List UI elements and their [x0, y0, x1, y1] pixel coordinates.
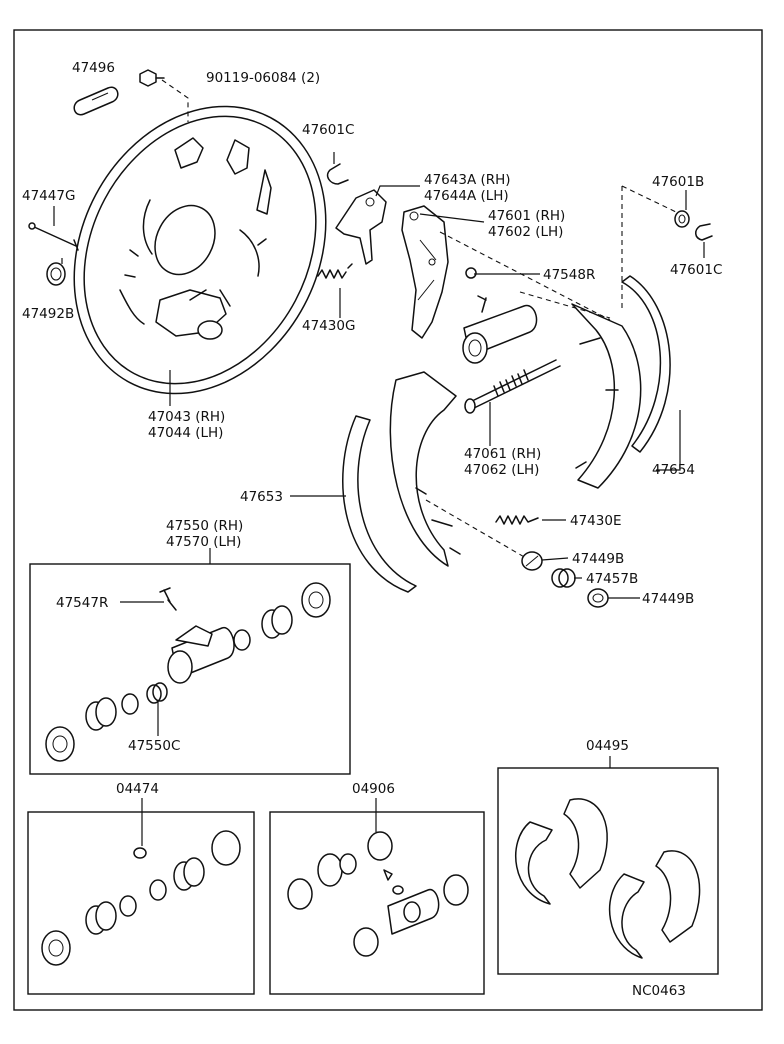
label-47430g: 47430G	[302, 318, 355, 334]
kit-04495-shoes	[515, 798, 701, 959]
kit-04906-parts	[287, 831, 469, 957]
label-90119-06084: 90119-06084 (2)	[206, 70, 320, 86]
lever-47643a	[335, 189, 387, 265]
label-47550c: 47550C	[128, 738, 180, 754]
brake-shoe-47654	[571, 275, 671, 489]
diagram-frame	[13, 29, 763, 1011]
leader-lines	[53, 79, 705, 846]
label-47601c-top: 47601C	[302, 122, 354, 138]
plug-47496	[73, 86, 119, 116]
label-47550: 47550 (RH)	[166, 518, 243, 534]
label-47430e: 47430E	[570, 513, 621, 529]
clip-47601c-right	[695, 223, 713, 241]
label-47496: 47496	[72, 60, 115, 76]
label-47602: 47602 (LH)	[488, 224, 563, 240]
pin-47447g	[28, 222, 79, 251]
label-47643a: 47643A (RH)	[424, 172, 511, 188]
bolt-90119	[139, 69, 165, 87]
label-47601: 47601 (RH)	[488, 208, 565, 224]
label-04474: 04474	[116, 781, 159, 797]
cup-47449b-b	[587, 588, 609, 608]
kit-04474-parts	[41, 830, 241, 966]
label-47447g: 47447G	[22, 188, 75, 204]
label-47548r: 47548R	[543, 267, 595, 283]
wheel-cylinder-exploded	[45, 582, 331, 762]
label-47457b: 47457B	[586, 571, 638, 587]
spring-47457b	[551, 568, 576, 588]
label-47044: 47044 (LH)	[148, 425, 223, 441]
label-47644a: 47644A (LH)	[424, 188, 509, 204]
box-04474	[27, 811, 255, 995]
label-47654: 47654	[652, 462, 695, 478]
cup-47492b	[46, 262, 66, 286]
label-diagram-code: NC0463	[632, 983, 686, 999]
lever-47601	[401, 205, 449, 339]
clip-47601c-top	[326, 163, 349, 185]
label-04495: 04495	[586, 738, 629, 754]
cup-47449b-a	[521, 551, 543, 571]
label-47061: 47061 (RH)	[464, 446, 541, 462]
label-47062: 47062 (LH)	[464, 462, 539, 478]
washer-47601b	[674, 210, 690, 228]
label-47043: 47043 (RH)	[148, 409, 225, 425]
label-47570: 47570 (LH)	[166, 534, 241, 550]
label-47601b: 47601B	[652, 174, 704, 190]
spring-47430e	[495, 515, 539, 525]
box-04906	[269, 811, 485, 995]
adjuster-47061	[464, 359, 561, 414]
backing-plate	[73, 105, 327, 395]
part-labels: 47496 90119-06084 (2) 47447G 47492B 4704…	[22, 60, 722, 999]
label-04906: 04906	[352, 781, 395, 797]
label-47653: 47653	[240, 489, 283, 505]
wheel-cylinder-center	[462, 295, 538, 364]
label-47547r: 47547R	[56, 595, 108, 611]
spring-47430g	[317, 263, 353, 279]
box-04495	[497, 767, 719, 975]
box-47550	[29, 563, 351, 775]
label-47601c-right: 47601C	[670, 262, 722, 278]
nut-47548r	[465, 267, 477, 279]
label-47492b: 47492B	[22, 306, 74, 322]
label-47449b-a: 47449B	[572, 551, 624, 567]
label-47449b-b: 47449B	[642, 591, 694, 607]
brake-shoe-47653	[342, 371, 461, 593]
